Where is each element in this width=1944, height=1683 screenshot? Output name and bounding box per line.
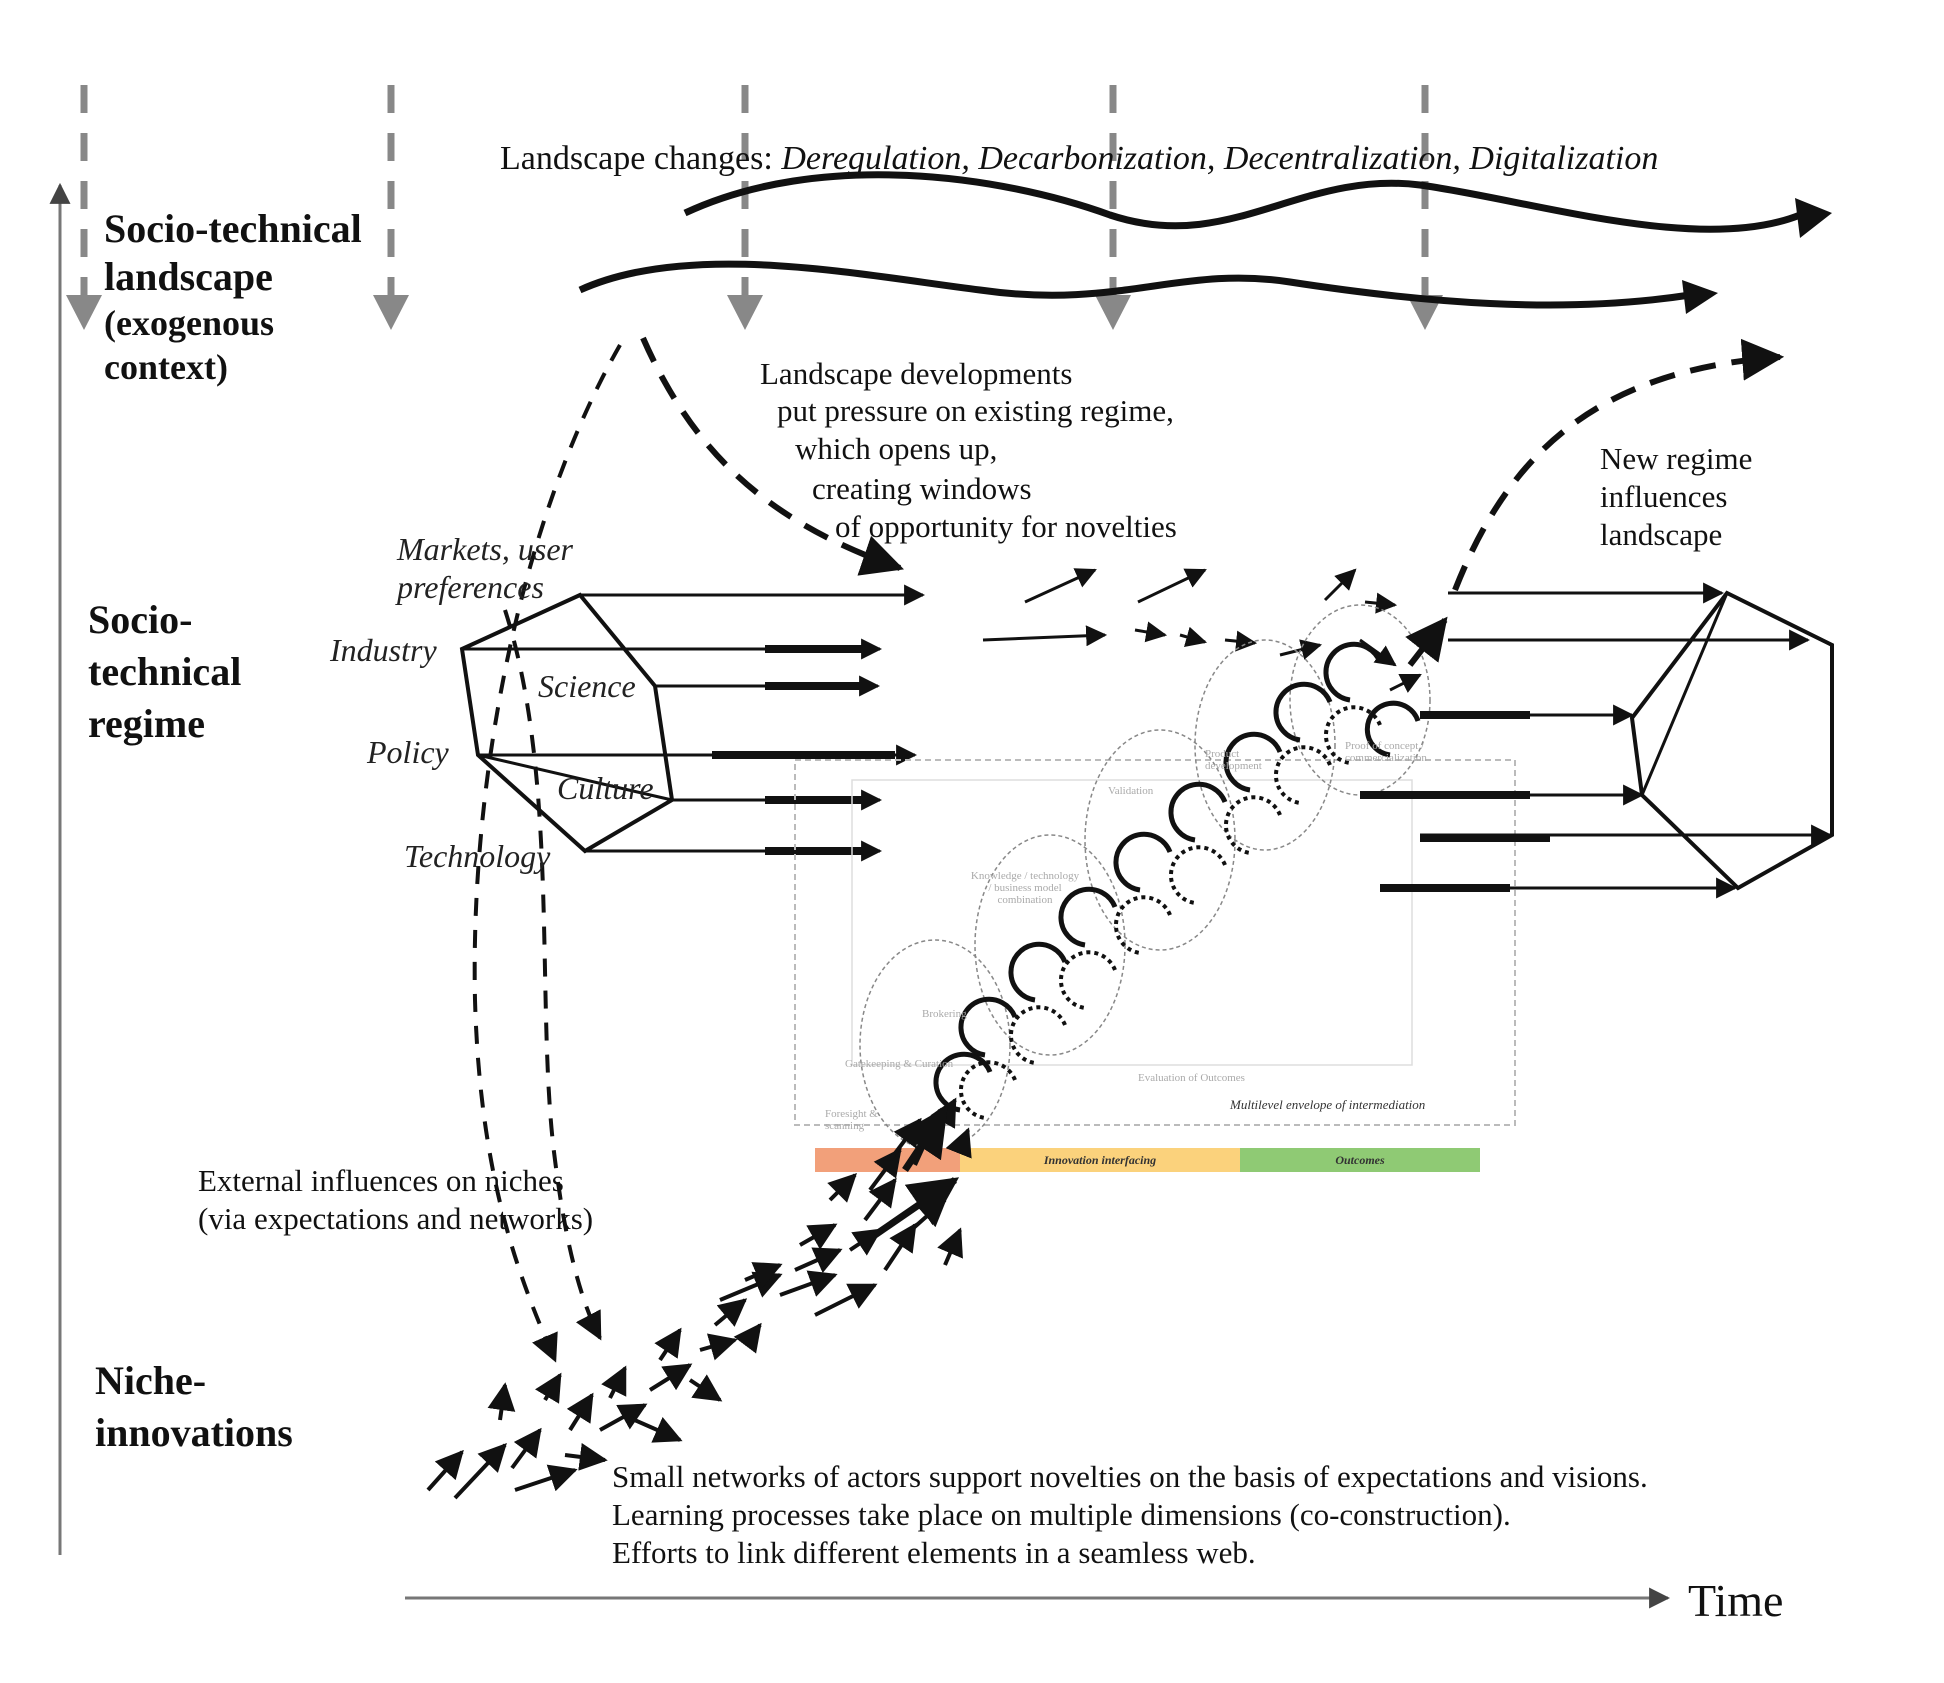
external-influences-text: External influences on niches (via expec…: [198, 1163, 594, 1236]
faint-brokering: Brokering: [922, 1008, 967, 1020]
technology-label: Technology: [404, 838, 551, 874]
pressure-line-5: of opportunity for novelties: [835, 509, 1177, 544]
landscape-level-label: Socio-technical landscape (exogenous con…: [104, 206, 362, 387]
new-regime-hexagon: [1629, 590, 1834, 891]
landscape-wave-upper-head: [1795, 198, 1832, 238]
pressure-line-3: which opens up,: [795, 431, 998, 466]
markets-label: Markets, user preferences: [397, 531, 573, 605]
regime-level-label: Socio- technical regime: [88, 597, 242, 746]
landscape-changes-items: Deregulation, Decarbonization, Decentral…: [781, 140, 1659, 177]
envelope-label: Multilevel envelope of intermediation: [1230, 1097, 1426, 1112]
new-regime-text: New regime influences landscape: [1600, 441, 1753, 552]
niche-level-label: Niche- innovations: [95, 1358, 293, 1455]
faint-knowledge: Knowledge / technology / business model …: [970, 870, 1080, 906]
industry-label: Industry: [330, 632, 437, 668]
pressure-line-2: put pressure on existing regime,: [777, 393, 1174, 428]
faint-proof-of-concept: Proof of concept / commercialization: [1345, 740, 1427, 764]
time-label: Time: [1688, 1575, 1784, 1626]
opportunity-arrows: [982, 568, 1422, 693]
phase-bar-outcomes: [1240, 1148, 1480, 1172]
faint-foresight: Foresight & scanning: [825, 1108, 878, 1132]
external-influence-arc-inner: [503, 609, 602, 1341]
faint-evaluation: Evaluation of Outcomes: [1138, 1072, 1245, 1084]
science-label: Science: [538, 668, 636, 704]
intermediation-envelope: [794, 759, 1516, 1126]
faint-validation: Validation: [1108, 785, 1154, 797]
landscape-wave-upper: [683, 171, 1802, 233]
pressure-line-1: Landscape developments: [760, 356, 1073, 391]
niche-description: Small networks of actors support novelti…: [612, 1459, 1648, 1570]
landscape-wave-lower-head: [1682, 280, 1718, 314]
culture-label: Culture: [557, 770, 654, 806]
new-regime-dashed-arrow: [1452, 338, 1785, 592]
pressure-line-4: creating windows: [812, 471, 1032, 506]
landscape-changes: Landscape changes: Deregulation, Decarbo…: [500, 140, 1658, 178]
policy-label: Policy: [367, 734, 449, 770]
faint-product-development: Product development: [1205, 748, 1262, 772]
external-influence-arc-outer: [472, 344, 622, 1363]
phase-interfacing-label: Innovation interfacing: [1043, 1153, 1157, 1167]
faint-gatekeeping: Gatekeeping & Curation: [845, 1058, 954, 1070]
phase-outcomes-label: Outcomes: [1335, 1153, 1385, 1167]
old-regime-arrows: [462, 584, 926, 862]
landscape-changes-prefix: Landscape changes:: [500, 140, 782, 177]
phase-bar-interfacing: [960, 1148, 1240, 1172]
landscape-wave-lower: [578, 260, 1691, 309]
pressure-dashed-arrow: [640, 336, 904, 576]
pressure-arrowheads: [66, 295, 1443, 330]
